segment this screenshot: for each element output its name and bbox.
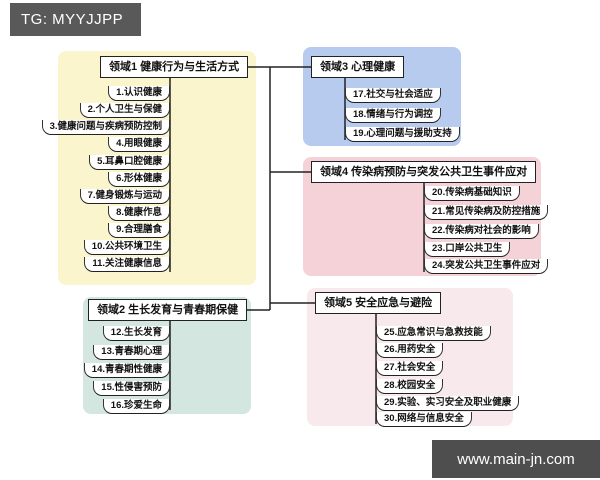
item-15: 15.性侵害预防	[93, 381, 170, 396]
domain1-title: 领域1 健康行为与生活方式	[100, 56, 249, 78]
item-5: 5.耳鼻口腔健康	[89, 155, 170, 170]
item-11: 11.关注健康信息	[84, 257, 170, 272]
watermark-site-text: www.main-jn.com	[457, 450, 575, 468]
item-20: 20.传染病基础知识	[424, 186, 520, 201]
item-10: 10.公共环境卫生	[83, 240, 170, 255]
item-21: 21.常见传染病及防控措施	[424, 205, 549, 220]
item-19: 19.心理问题与援助支持	[345, 127, 460, 142]
domain3-title: 领域3 心理健康	[311, 56, 405, 78]
item-7: 7.健身锻炼与运动	[79, 189, 170, 204]
item-18: 18.情绪与行为调控	[345, 108, 441, 123]
telegram-tag-text: TG: MYYJJPP	[21, 11, 124, 28]
item-2: 2.个人卫生与保健	[79, 103, 170, 118]
item-27: 27.社会安全	[376, 361, 444, 376]
watermark-site-bar: www.main-jn.com	[432, 440, 600, 478]
item-26: 26.用药安全	[376, 343, 444, 358]
item-6: 6.形体健康	[108, 172, 170, 187]
item-12: 12.生长发育	[102, 326, 170, 341]
item-14: 14.青春期性健康	[83, 363, 170, 378]
item-16: 16.珍爱生命	[102, 399, 170, 414]
item-22: 22.传染病对社会的影响	[424, 224, 539, 239]
domain4-title: 领域4 传染病预防与突发公共卫生事件应对	[311, 161, 537, 183]
telegram-tag-bar: TG: MYYJJPP	[10, 3, 141, 36]
item-3: 3.健康问题与疾病预防控制	[41, 120, 170, 135]
item-25: 25.应急常识与急救技能	[376, 326, 491, 341]
item-9: 9.合理膳食	[108, 223, 170, 238]
item-13: 13.青春期心理	[93, 345, 170, 360]
domain5-title: 领域5 安全应急与避险	[315, 292, 442, 314]
item-24: 24.突发公共卫生事件应对	[424, 259, 549, 274]
domain2-title: 领域2 生长发育与青春期保健	[88, 299, 248, 321]
item-17: 17.社交与社会适应	[345, 88, 441, 103]
item-8: 8.健康作息	[108, 206, 170, 221]
item-30: 30.网络与信息安全	[376, 412, 472, 427]
item-29: 29.实验、实习安全及职业健康	[376, 396, 520, 411]
item-1: 1.认识健康	[108, 86, 170, 101]
item-28: 28.校园安全	[376, 379, 444, 394]
item-4: 4.用眼健康	[108, 137, 170, 152]
item-23: 23.口岸公共卫生	[424, 242, 511, 257]
